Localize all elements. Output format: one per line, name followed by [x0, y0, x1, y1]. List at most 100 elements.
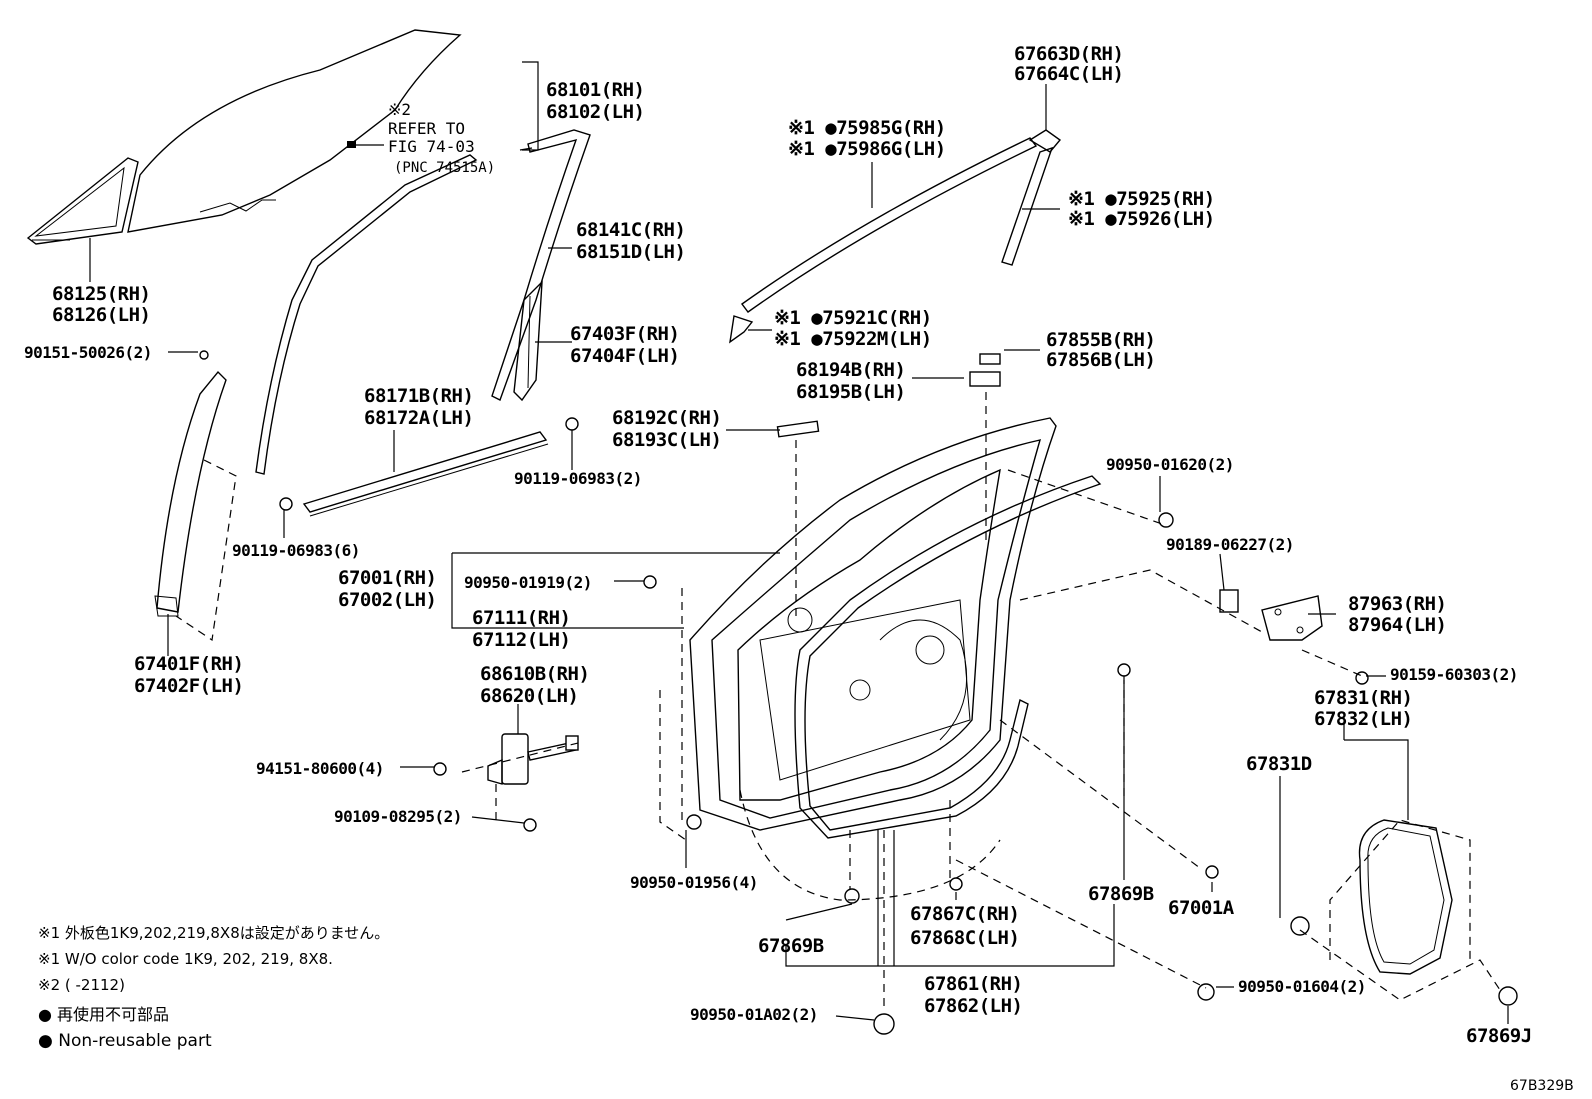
label-90119-a: 90119-06983(2)	[514, 469, 642, 488]
svg-text:68193C(LH): 68193C(LH)	[612, 429, 721, 451]
label-90950-01A02: 90950-01A02(2)	[690, 1005, 818, 1024]
door-check	[487, 733, 579, 785]
svg-text:67403F(RH): 67403F(RH)	[570, 323, 679, 345]
clip-67869B-upper	[1117, 663, 1131, 677]
label-67855: 67855B(RH) 67856B(LH)	[1046, 329, 1156, 371]
note-2: ※2 ( -2112)	[38, 976, 125, 994]
svg-text:※1 ●75925(RH): ※1 ●75925(RH)	[1068, 188, 1215, 210]
label-90189: 90189-06227(2)	[1166, 535, 1294, 554]
label-90151: 90151-50026(2)	[24, 343, 152, 362]
svg-text:87964(LH): 87964(LH)	[1348, 614, 1446, 636]
svg-text:FIG 74-03: FIG 74-03	[388, 137, 475, 156]
bolt-90119-b	[279, 497, 293, 511]
frame-strip	[255, 154, 478, 475]
svg-text:68141C(RH): 68141C(RH)	[576, 219, 685, 241]
label-90950-01620: 90950-01620(2)	[1106, 455, 1234, 474]
label-ref-fig: ※2 REFER TO FIG 74-03 (PNC 74515A)	[388, 100, 495, 176]
label-67867: 67867C(RH) 67868C(LH)	[910, 903, 1020, 949]
door-glass	[127, 29, 462, 233]
label-67001: 67001(RH) 67002(LH)	[338, 567, 437, 611]
label-67663: 67663D(RH) 67664C(LH)	[1014, 43, 1124, 85]
svg-text:67112(LH): 67112(LH)	[472, 629, 570, 651]
label-67831D: 67831D	[1246, 753, 1312, 775]
label-90950-01919: 90950-01919(2)	[464, 573, 592, 592]
svg-text:68610B(RH): 68610B(RH)	[480, 663, 589, 685]
plug-1604	[1197, 983, 1215, 1001]
plug-1956	[686, 814, 702, 830]
belt-molding	[302, 431, 549, 517]
weatherstrip	[794, 475, 1102, 839]
footnotes: ※1 外板色1K9,202,219,8X8は設定がありません。 ※1 W/O c…	[38, 924, 389, 1051]
clip-67867C	[949, 877, 963, 891]
label-87963: 87963(RH) 87964(LH)	[1348, 593, 1447, 636]
front-sash	[154, 370, 227, 617]
leader-lines	[89, 61, 1509, 1024]
label-67869J: 67869J	[1466, 1025, 1532, 1047]
label-75925: ※1 ●75925(RH) ※1 ●75926(LH)	[1068, 188, 1215, 230]
svg-text:68192C(RH): 68192C(RH)	[612, 407, 721, 429]
svg-text:68172A(LH): 68172A(LH)	[364, 407, 473, 429]
svg-text:※1 ●75921C(RH): ※1 ●75921C(RH)	[774, 307, 932, 329]
bolt-90151	[199, 350, 209, 360]
svg-text:67663D(RH): 67663D(RH)	[1014, 43, 1123, 65]
svg-text:67402F(LH): 67402F(LH)	[134, 675, 243, 697]
svg-text:67855B(RH): 67855B(RH)	[1046, 329, 1155, 351]
retainer-67001A	[1205, 865, 1219, 879]
svg-text:REFER TO: REFER TO	[388, 119, 465, 138]
clip-67831D	[1290, 916, 1310, 936]
quarter-window	[26, 157, 139, 245]
clip-67869B-lower	[844, 888, 860, 904]
label-67831: 67831(RH) 67832(LH)	[1314, 687, 1413, 730]
corner-piece	[1028, 129, 1062, 153]
svg-text:67856B(LH): 67856B(LH)	[1046, 349, 1155, 371]
svg-text:68195B(LH): 68195B(LH)	[796, 381, 905, 403]
svg-text:68102(LH): 68102(LH)	[546, 101, 644, 123]
clip-67869J	[1498, 986, 1518, 1006]
legend-jp: ● 再使用不可部品	[38, 1005, 169, 1024]
run-channel	[491, 129, 591, 401]
svg-text:68126(LH): 68126(LH)	[52, 304, 150, 326]
label-68194: 68194B(RH) 68195B(LH)	[796, 359, 906, 403]
label-68610: 68610B(RH) 68620(LH)	[480, 663, 590, 707]
svg-text:(PNC 74515A): (PNC 74515A)	[394, 160, 495, 176]
label-90119-b: 90119-06983(6)	[232, 541, 360, 560]
svg-text:67832(LH): 67832(LH)	[1314, 708, 1412, 730]
svg-text:67404F(LH): 67404F(LH)	[570, 345, 679, 367]
clip-68192	[776, 420, 820, 438]
label-90109: 90109-08295(2)	[334, 807, 462, 826]
svg-text:68151D(LH): 68151D(LH)	[576, 241, 685, 263]
nut-94151	[433, 762, 447, 776]
svg-text:68125(RH): 68125(RH)	[52, 283, 150, 305]
rear-run-channel	[513, 280, 543, 402]
note-jp: ※1 外板色1K9,202,219,8X8は設定がありません。	[38, 924, 389, 942]
label-94151: 94151-80600(4)	[256, 759, 384, 778]
door-panel	[689, 417, 1057, 831]
plug-1A02	[873, 1013, 895, 1035]
bolt-90119-a	[565, 417, 579, 431]
note-en: ※1 W/O color code 1K9, 202, 219, 8X8.	[38, 950, 333, 968]
hole-cover	[1358, 819, 1453, 975]
svg-text:68620(LH): 68620(LH)	[480, 685, 578, 707]
svg-text:87963(RH): 87963(RH)	[1348, 593, 1446, 615]
svg-text:※1 ●75926(LH): ※1 ●75926(LH)	[1068, 208, 1215, 230]
label-68141: 68141C(RH) 68151D(LH)	[576, 219, 686, 263]
label-75921: ※1 ●75921C(RH) ※1 ●75922M(LH)	[774, 307, 932, 350]
svg-text:67861(RH): 67861(RH)	[924, 973, 1022, 995]
plug-1620	[1158, 512, 1174, 528]
clip-90189	[1219, 589, 1239, 613]
svg-text:68101(RH): 68101(RH)	[546, 79, 644, 101]
svg-text:67831(RH): 67831(RH)	[1314, 687, 1412, 709]
svg-text:67002(LH): 67002(LH)	[338, 589, 436, 611]
label-68101: 68101(RH) 68102(LH)	[546, 79, 645, 123]
svg-text:67867C(RH): 67867C(RH)	[910, 903, 1019, 925]
bracket-68194	[969, 371, 1001, 387]
label-67869B-lower: 67869B	[758, 935, 824, 957]
label-67861: 67861(RH) 67862(LH)	[924, 973, 1023, 1017]
label-67403: 67403F(RH) 67404F(LH)	[570, 323, 680, 367]
grommet-1919	[643, 575, 657, 589]
label-90950-01956: 90950-01956(4)	[630, 873, 758, 892]
svg-text:67401F(RH): 67401F(RH)	[134, 653, 243, 675]
label-68171: 68171B(RH) 68172A(LH)	[364, 385, 474, 429]
label-67401: 67401F(RH) 67402F(LH)	[134, 653, 244, 697]
pillar-molding	[1001, 146, 1054, 266]
